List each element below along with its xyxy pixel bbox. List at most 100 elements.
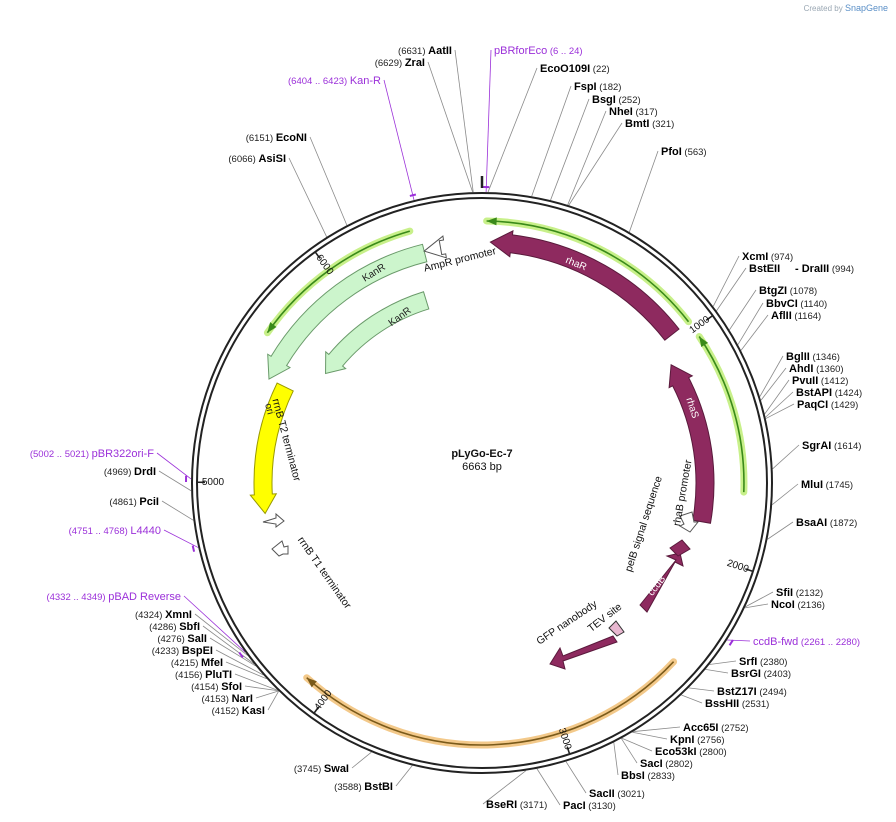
leader-line-ecoo109i <box>487 67 538 193</box>
label-name: ccdB-fwd <box>753 636 798 648</box>
label-name: - DraIII <box>795 263 829 275</box>
rrnB-T1-terminator-marker <box>271 540 289 557</box>
leader-line-econi <box>309 136 348 226</box>
label-name: PluTI <box>205 669 232 681</box>
feature-arrows <box>185 186 748 749</box>
label-name: KpnI <box>670 734 694 746</box>
label-position: (2531) <box>739 699 769 710</box>
label-name: SacI <box>640 758 663 770</box>
leader-line-paqci <box>765 403 795 419</box>
leader-line-kpni <box>632 731 668 740</box>
label-name: BssHII <box>705 698 739 710</box>
rhaR-arrow <box>489 230 680 341</box>
label-position: (4215) <box>171 658 201 669</box>
label-position: (6629) <box>375 58 405 69</box>
green-arc-top <box>486 220 690 323</box>
label-name: pBRforEco <box>494 45 547 57</box>
label-position: (994) <box>829 264 854 275</box>
leader-line-drdi <box>158 470 192 492</box>
leader-line-fspi <box>531 85 572 197</box>
leader-line-bstapi <box>765 391 794 418</box>
pelB-marker <box>669 539 691 557</box>
label-position: (4286) <box>149 622 179 633</box>
leader-line-ncoi <box>744 603 769 609</box>
label-name: BstAPI <box>796 387 832 399</box>
ruler-tick-label: 2000 <box>725 558 750 575</box>
label-position: (2802) <box>663 759 693 770</box>
label-position: (4969) <box>104 467 134 478</box>
label-pfoi: PfoI (563) <box>661 146 707 158</box>
label-kpni: KpnI (2756) <box>670 734 725 746</box>
label-mfei: (4215) MfeI <box>171 657 223 669</box>
leader-line-bspei <box>215 649 264 676</box>
label-ahdi: AhdI (1360) <box>789 363 844 375</box>
label-position: (1429) <box>828 400 858 411</box>
label-position: (1872) <box>827 518 857 529</box>
leader-line-bstbi <box>395 765 413 787</box>
label-name: BstZ17I <box>717 686 757 698</box>
leader-line-pvuii <box>764 379 790 415</box>
label-bstbi: (3588) BstBI <box>334 781 393 793</box>
green-arc-top-arrowhead <box>486 217 497 226</box>
label-position: (4156) <box>175 670 205 681</box>
label-name: PaqCI <box>797 399 828 411</box>
label-aflii: AflII (1164) <box>771 310 821 322</box>
label-sfii: SfiI (2132) <box>776 587 823 599</box>
label-position: (1346) <box>810 352 840 363</box>
leader-line-bsrgi <box>705 669 729 674</box>
label-l4440: (4751 .. 4768) L4440 <box>69 525 161 537</box>
leader-line-pbr322ori-f <box>156 452 192 480</box>
ruler-tick-2000 <box>745 568 754 573</box>
label-name: NheI <box>609 106 633 118</box>
plasmid-size: 6663 bp <box>462 461 502 473</box>
label-bsshii: BssHII (2531) <box>705 698 769 710</box>
ruler-tick-label: 5000 <box>202 477 225 488</box>
label-position: (2132) <box>793 588 823 599</box>
feature-label-ori: ori <box>262 402 276 416</box>
label-position: (2833) <box>645 771 675 782</box>
label-bsgi: BsgI (252) <box>592 94 641 106</box>
label-mlui: MluI (1745) <box>801 479 853 491</box>
label-srfi: SrfI (2380) <box>739 656 787 668</box>
leader-line-swai <box>351 751 372 769</box>
label-name: KasI <box>242 705 265 717</box>
label-name: pBAD Reverse <box>108 591 181 603</box>
leader-line-nhei <box>567 110 607 206</box>
label-eco53ki: Eco53kI (2800) <box>655 746 727 758</box>
label-position: (974) <box>768 252 793 263</box>
label-bstz17i: BstZ17I (2494) <box>717 686 787 698</box>
label-position: (4154) <box>191 682 221 693</box>
label-pvuii: PvuII (1412) <box>792 375 848 387</box>
label-bstapi: BstAPI (1424) <box>796 387 862 399</box>
label-paqci: PaqCI (1429) <box>797 399 858 411</box>
label-name: SfiI <box>776 587 793 599</box>
label-position: (182) <box>597 82 622 93</box>
leader-line-sgrai <box>772 444 800 470</box>
label-name: AatII <box>428 45 452 57</box>
leader-line-aflii <box>740 314 769 351</box>
label-drdi: (4969) DrdI <box>104 466 156 478</box>
label-position: (4152) <box>212 706 242 717</box>
label-name: pBR322ori-F <box>92 448 155 460</box>
leader-line-nari <box>255 690 279 699</box>
leader-line-mlui <box>771 483 799 506</box>
label-name: EcoO109I <box>540 63 590 75</box>
label-name: SbfI <box>179 621 200 633</box>
leader-line-saci <box>621 738 638 764</box>
leader-line-sbfi <box>202 625 255 665</box>
leader-line-pbad-reverse <box>183 595 246 653</box>
leader-line-bseri <box>482 770 527 805</box>
feature-label-pelb: pelB signal sequence <box>623 474 665 573</box>
ampr-promoter-arrow <box>423 235 447 259</box>
label-name: BspEI <box>182 645 213 657</box>
label-name: PciI <box>139 496 159 508</box>
leader-line-bstz17i <box>688 687 715 692</box>
label-name: SrfI <box>739 656 757 668</box>
kanr-inner-arrow <box>325 291 430 375</box>
label-name: BstEII <box>749 263 780 275</box>
leader-line-bsaai <box>767 521 794 540</box>
leader-line-aatii <box>454 49 474 193</box>
ruler-tick-1000 <box>705 314 714 321</box>
label-pbr322ori-f: (5002 .. 5021) pBR322ori-F <box>30 448 154 460</box>
